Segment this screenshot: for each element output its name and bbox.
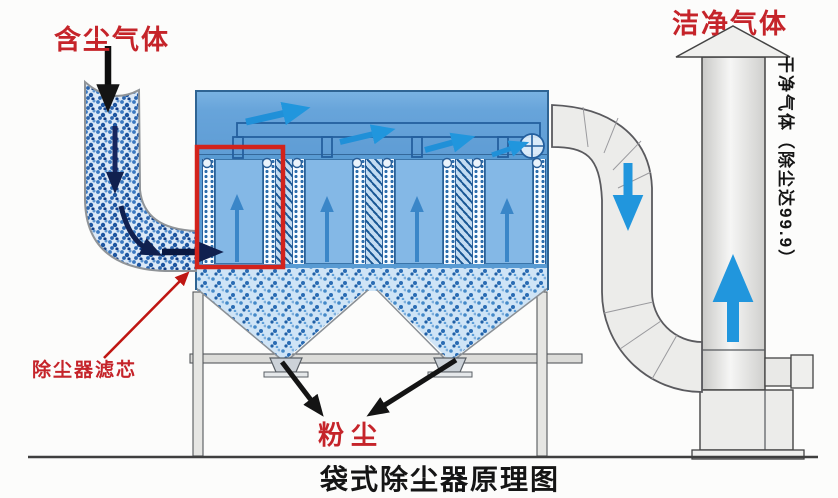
bag-panel <box>215 159 263 264</box>
filter-bag <box>353 159 366 264</box>
hopper-outlet-flange <box>427 371 473 378</box>
stack-base-plate <box>691 449 805 460</box>
hopper-outlet-flange <box>263 371 309 378</box>
bag-panel <box>485 159 533 264</box>
bag-panel <box>395 159 443 264</box>
diagram-title: 袋式除尘器原理图 <box>319 464 560 495</box>
dusty-gas-label: 含尘气体 <box>54 25 170 55</box>
stack-note-label: 干净气体（除尘达99.9） <box>776 56 795 269</box>
hopper-outlet <box>269 357 303 373</box>
bag-panel <box>305 159 353 264</box>
filter-bag-chamber <box>195 155 549 268</box>
inlet-flow-arrows <box>96 46 224 264</box>
dust-arrows <box>280 357 458 417</box>
filter-bag <box>533 159 546 264</box>
dust-label: 粉尘 <box>318 420 385 450</box>
filter-bag <box>443 159 456 264</box>
dust-hoppers <box>195 268 549 378</box>
stack-base <box>699 389 794 451</box>
clean-air-plenum <box>195 90 549 155</box>
filter-bag <box>472 159 485 264</box>
filter-core-label: 除尘器滤芯 <box>32 360 138 381</box>
cage-strip <box>456 159 472 264</box>
hopper-outlet <box>433 357 467 373</box>
cage-strip <box>276 159 292 264</box>
filter-bag <box>202 159 215 264</box>
support-frame <box>189 291 583 457</box>
outlet-duct <box>551 104 703 393</box>
cage-strip <box>366 159 382 264</box>
filter-callout-arrow <box>103 271 190 359</box>
inlet-pipe <box>84 79 197 272</box>
filter-bag <box>292 159 305 264</box>
filter-bag <box>382 159 395 264</box>
stack-side-box <box>790 354 814 389</box>
clean-gas-label: 洁净气体 <box>672 9 788 39</box>
filter-bag <box>263 159 276 264</box>
stack-side-box <box>764 357 792 387</box>
